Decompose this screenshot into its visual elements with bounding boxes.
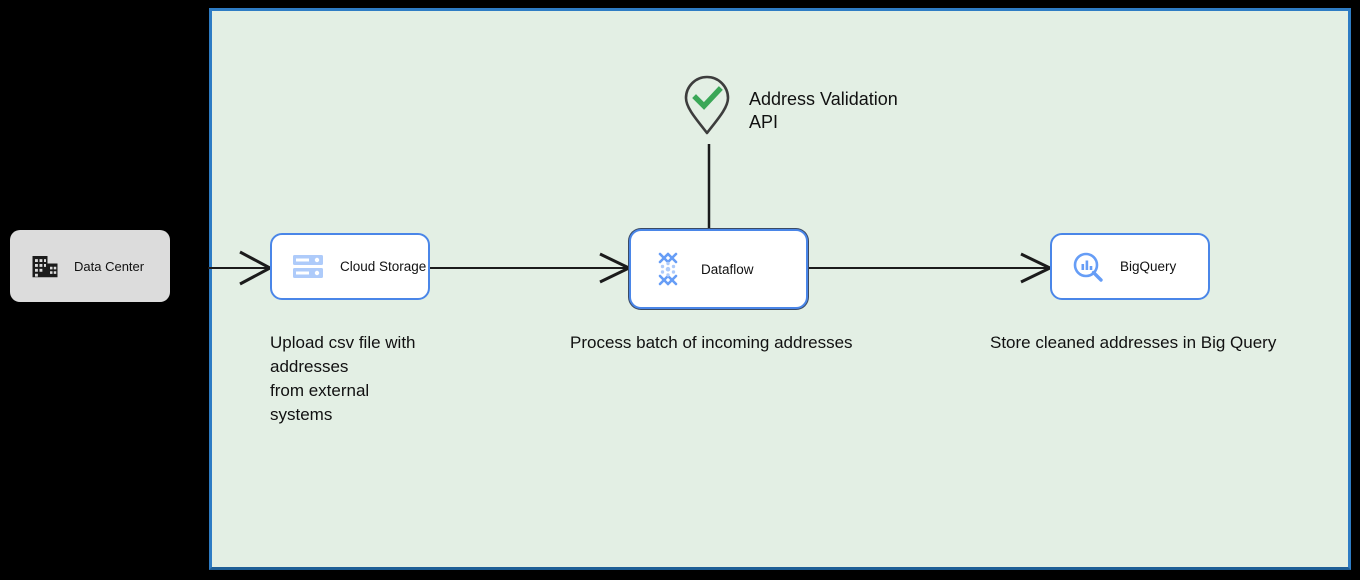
node-data-center[interactable]: Data Center [10, 230, 170, 302]
map-pin-check-icon [683, 74, 731, 136]
node-bigquery[interactable]: BigQuery [1050, 233, 1210, 300]
node-label-address-validation-api: Address Validation API [749, 89, 898, 132]
dataflow-icon [651, 251, 685, 287]
cloud-storage-icon [292, 253, 324, 281]
node-label-cloud-storage: Cloud Storage [340, 259, 427, 274]
node-dataflow[interactable]: Dataflow [629, 229, 808, 309]
bigquery-icon [1072, 251, 1104, 283]
caption-process: Process batch of incoming addresses [570, 333, 853, 352]
caption-store: Store cleaned addresses in Big Query [990, 333, 1277, 352]
node-cloud-storage[interactable]: Cloud Storage [270, 233, 430, 300]
node-label-bigquery: BigQuery [1120, 259, 1177, 274]
node-address-validation-api[interactable]: Address Validation API [683, 74, 898, 136]
caption-upload: Upload csv file with addresses from exte… [270, 333, 416, 424]
node-label-dataflow: Dataflow [701, 261, 754, 277]
data-center-icon [30, 251, 60, 281]
node-label-data-center: Data Center [74, 258, 145, 274]
